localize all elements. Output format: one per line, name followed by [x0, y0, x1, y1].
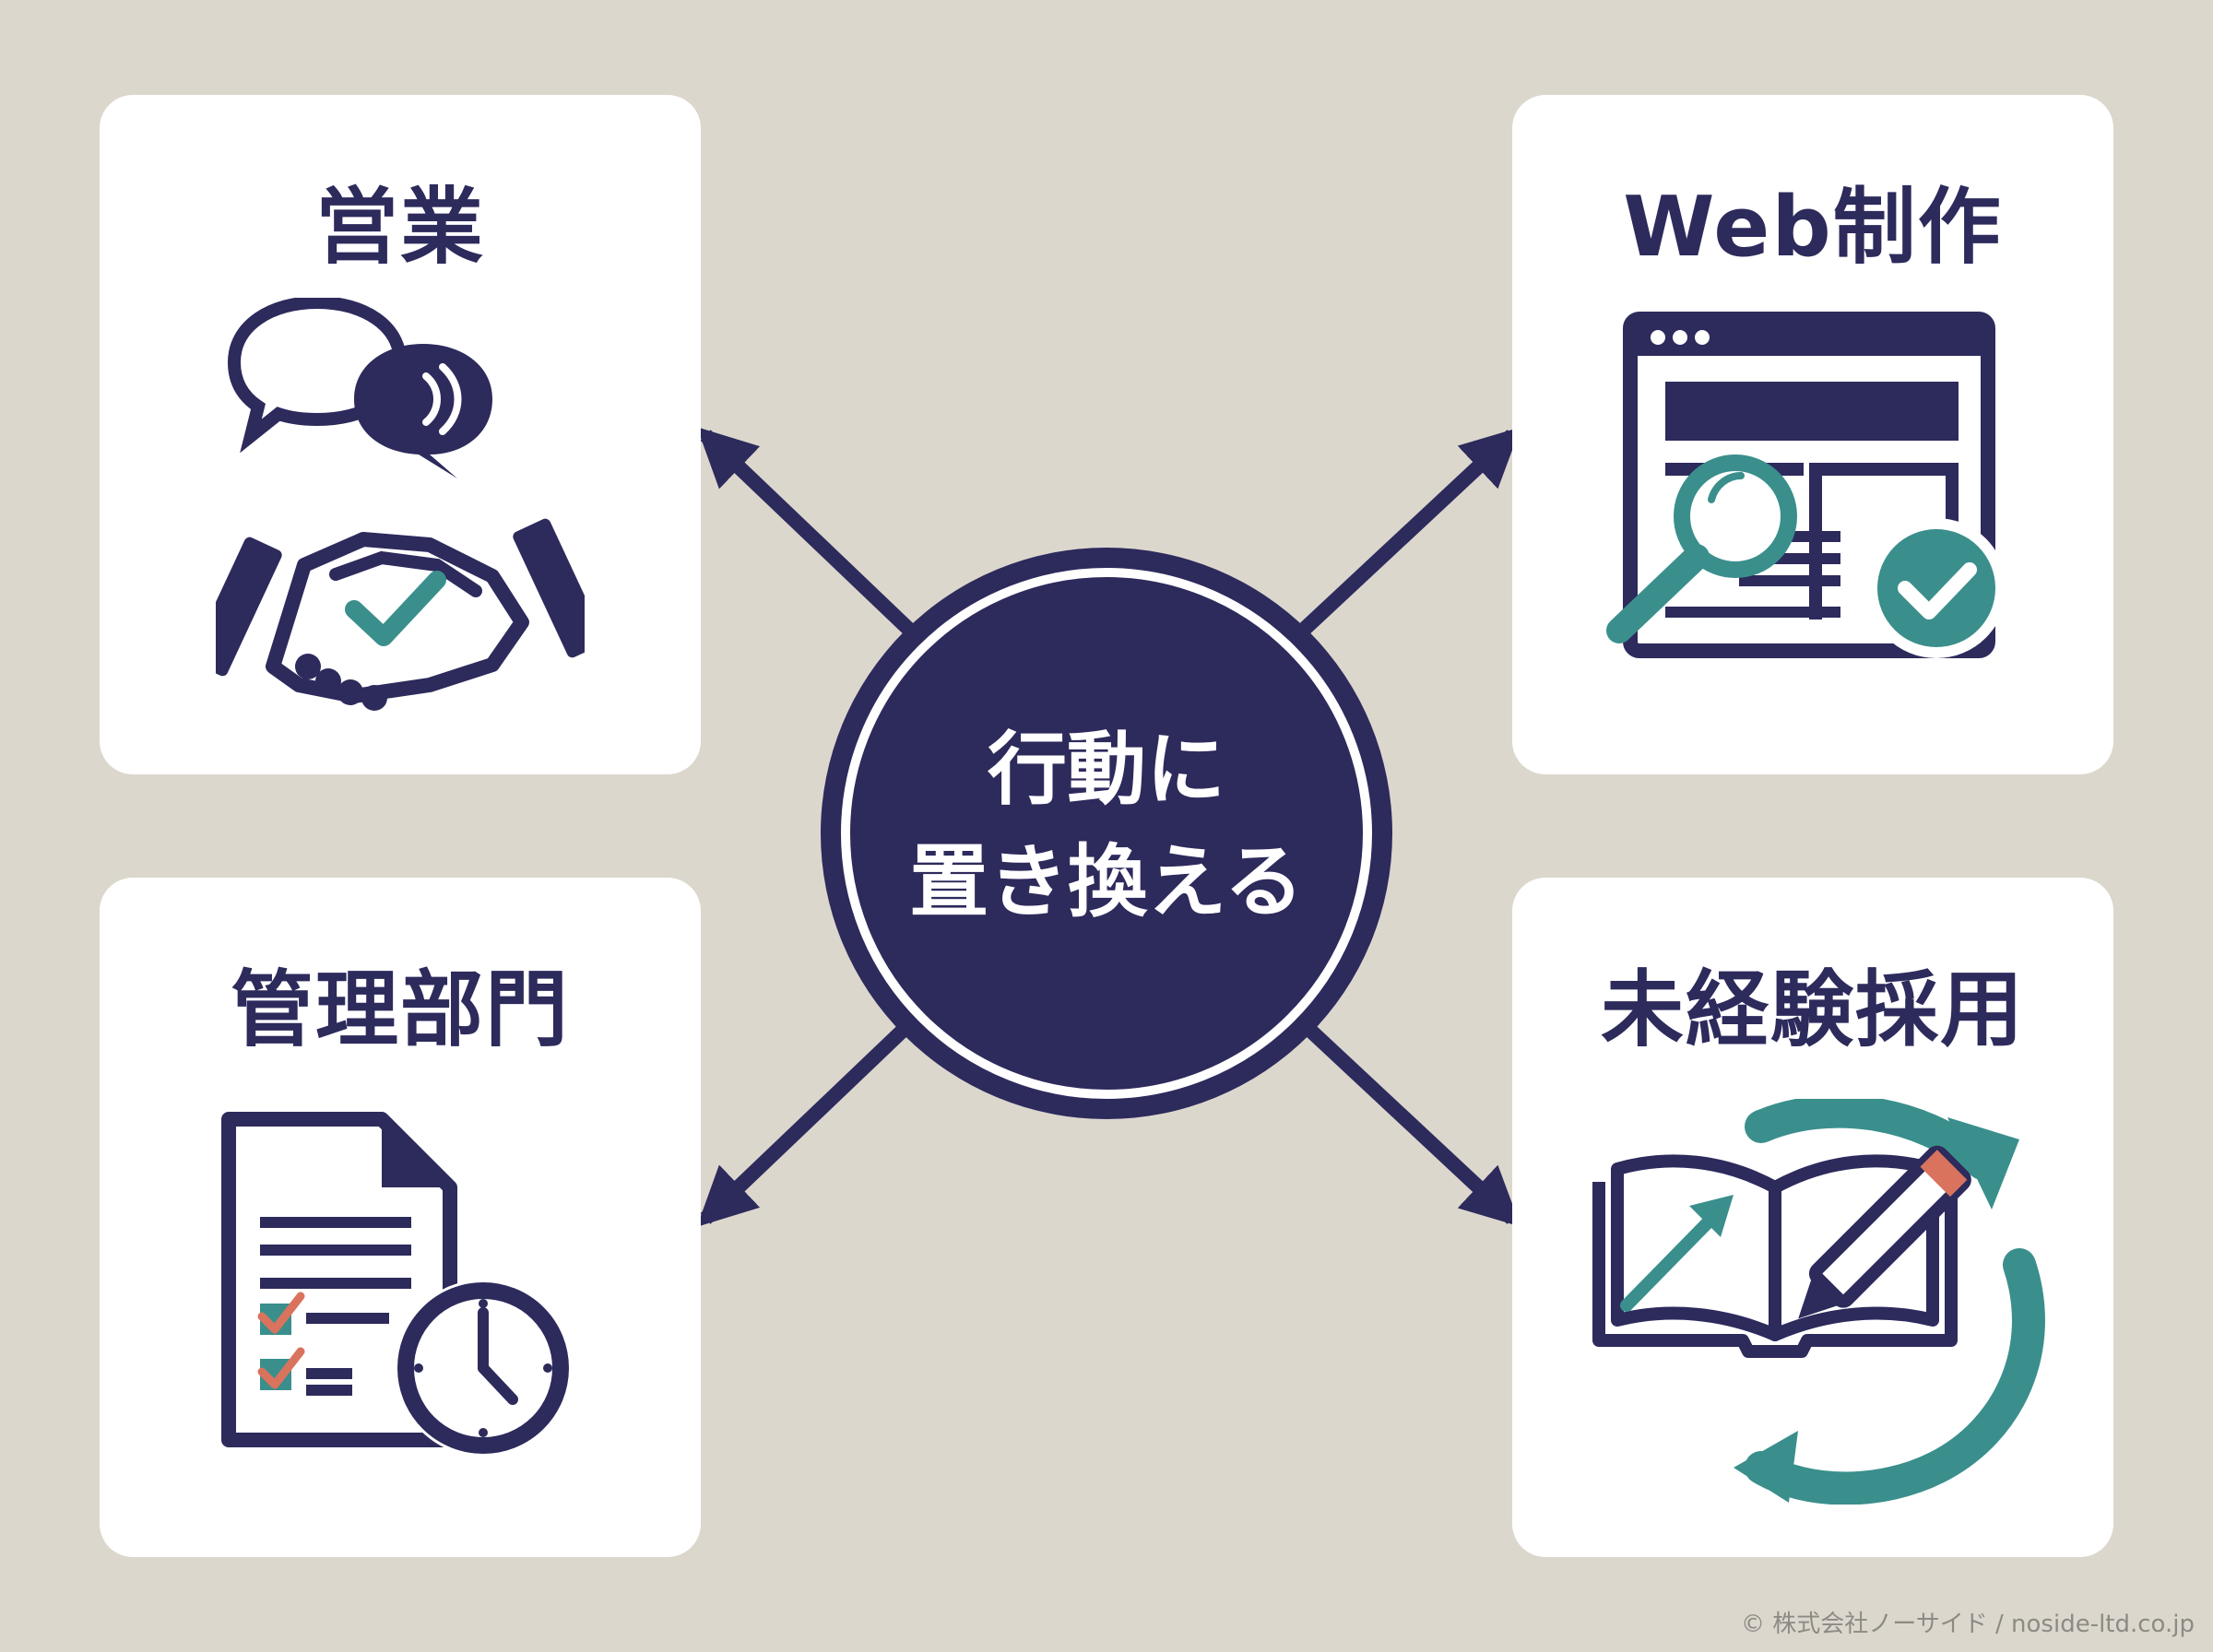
- browser-search-check-icon: [1606, 312, 2006, 658]
- center-label-line2: 置き換える: [909, 836, 1304, 928]
- card-recruit: 未経験採用: [1512, 878, 2113, 1557]
- center-label-line1: 行動に: [988, 724, 1225, 816]
- arrow-to-web: [1299, 427, 1521, 634]
- book-cycle-icon: [1592, 1099, 2045, 1504]
- arrow-to-sales: [696, 427, 914, 634]
- card-web: Web制作: [1512, 95, 2113, 774]
- arrow-to-recruit: [1299, 1020, 1521, 1227]
- center-circle: 行動に 置き換える: [821, 548, 1392, 1119]
- card-title-recruit: 未経験採用: [1601, 962, 2025, 1058]
- card-sales: 営業: [100, 95, 701, 774]
- card-title-admin: 管理部門: [231, 962, 570, 1058]
- card-title-web: Web制作: [1623, 179, 2003, 276]
- card-title-sales: 営業: [315, 179, 485, 276]
- arrow-to-admin: [696, 1020, 914, 1227]
- center-label: 行動に 置き換える: [821, 714, 1392, 938]
- card-admin: 管理部門: [100, 878, 701, 1557]
- handshake-chat-icon: [216, 298, 585, 711]
- document-checklist-clock-icon: [221, 1112, 572, 1457]
- center-circle-ring: [841, 568, 1372, 1099]
- copyright-text: © 株式会社ノーサイド / noside-ltd.co.jp: [1741, 1611, 2195, 1638]
